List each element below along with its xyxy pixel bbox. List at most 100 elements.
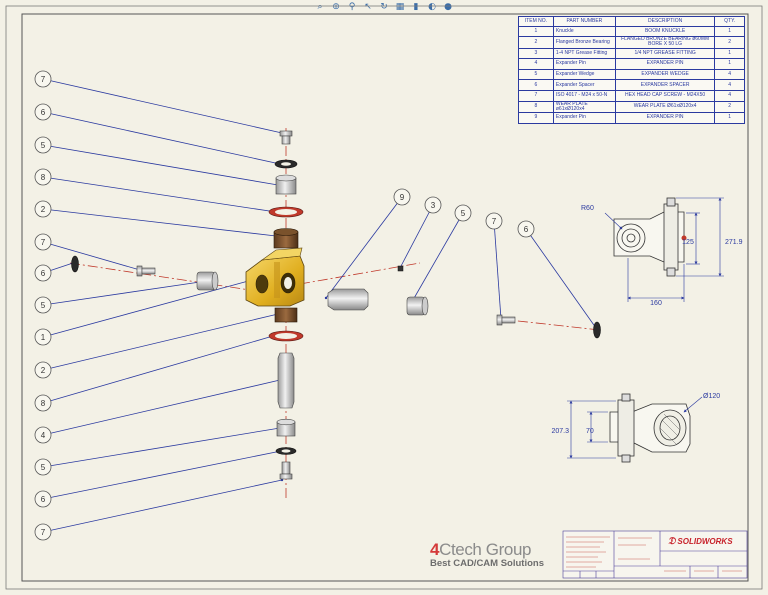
balloon-circle-left-12: [34, 458, 52, 476]
bom-cell-item: 4: [518, 58, 554, 70]
dim-bottom-outer: 207.3: [551, 428, 569, 435]
appearance-icon[interactable]: ●: [444, 1, 452, 12]
bom-cell-item: 7: [518, 89, 554, 102]
dim-height-outer: 271.9: [725, 239, 743, 246]
company-logo-tagline: Best CAD/CAM Solutions: [430, 558, 544, 569]
bottom-spacer-washer: [275, 447, 297, 455]
bom-cell-item: 8: [518, 100, 554, 114]
left-cap-screw: [136, 265, 156, 277]
bom-cell-item: 3: [518, 47, 554, 60]
select-icon[interactable]: ↖: [364, 1, 372, 12]
bom-cell-description: 1/4 NPT GREASE FITTING: [614, 47, 716, 60]
balloon-label-right-2: 5: [461, 209, 466, 218]
bottom-cap-screw: [279, 461, 293, 480]
horizontal-centerline-left: [69, 262, 251, 291]
leader-line-left-5: [42, 241, 141, 271]
bom-cell-part-number: 1-4 NPT Grease Fitting: [552, 47, 616, 60]
bom-cell-item: 1: [518, 25, 554, 38]
balloon-circle-left-3: [34, 168, 52, 186]
balloon-label-left-12: 5: [41, 463, 46, 472]
bom-cell-description: HEX HEAD CAP SCREW - M24X50: [614, 89, 716, 102]
balloon-label-left-9: 2: [41, 366, 46, 375]
sheet-border-outer: [5, 5, 763, 590]
company-logo: 4Ctech Group Best CAD/CAM Solutions: [430, 540, 560, 572]
balloon-label-left-14: 7: [41, 528, 46, 537]
zoom-icon[interactable]: ⚲: [348, 1, 356, 12]
bom-cell-item: 2: [518, 36, 554, 49]
balloon-circle-left-8: [34, 328, 52, 346]
balloon-circle-left-10: [34, 394, 52, 412]
balloon-label-left-3: 8: [41, 173, 46, 182]
balloon-label-right-4: 6: [524, 225, 529, 234]
balloon-circle-left-5: [34, 233, 52, 251]
solidworks-wordmark: SOLIDWORKS: [677, 537, 733, 546]
zoom-area-icon[interactable]: ⊕: [332, 1, 340, 12]
bom-cell-item: 6: [518, 79, 554, 91]
bom-cell-item: 5: [518, 68, 554, 81]
bom-header-qty: QTY.: [714, 16, 745, 27]
bom-cell-qty: 1: [714, 112, 745, 124]
balloon-circle-left-14: [34, 523, 52, 541]
balloon-label-left-2: 5: [41, 141, 46, 150]
rotate-icon[interactable]: ↻: [380, 1, 388, 12]
sheet-border-inner: [21, 13, 749, 582]
dim-radius: R60: [581, 205, 594, 212]
balloon-circle-right-2: [454, 204, 472, 222]
bom-cell-description: EXPANDER PIN: [614, 58, 716, 70]
company-logo-wordmark: 4Ctech Group: [430, 540, 560, 560]
leader-line-left-10: [42, 335, 274, 404]
logo-mid: Ctech: [439, 540, 482, 559]
leader-line-left-1: [42, 111, 281, 165]
balloon-label-left-7: 5: [41, 301, 46, 310]
balloon-circle-left-9: [34, 361, 52, 379]
bom-cell-description: EXPANDER PIN: [614, 112, 716, 124]
section-view-icon[interactable]: ▦: [395, 1, 405, 12]
bom-header-description: DESCRIPTION: [614, 16, 716, 27]
leader-line-left-8: [42, 279, 253, 338]
leader-line-left-12: [42, 427, 281, 468]
balloon-label-left-11: 4: [41, 431, 46, 440]
bom-cell-item: 9: [518, 112, 554, 124]
leader-line-left-13: [42, 450, 282, 500]
bom-cell-description: EXPANDER WEDGE: [614, 68, 716, 81]
leader-line-left-4: [42, 208, 277, 237]
bom-cell-description: FLANGED BRONZE BEARING ø60MM BORE X 50 L…: [614, 36, 716, 49]
zoom-fit-icon[interactable]: ⌕: [317, 1, 323, 12]
leader-line-left-11: [42, 379, 281, 436]
leader-line-left-9: [42, 313, 279, 371]
bottom-wear-plate: [268, 330, 304, 342]
side-view: [609, 393, 691, 463]
bom-cell-part-number: Expander Wedge: [552, 68, 616, 81]
display-style-icon[interactable]: ▮: [413, 1, 419, 12]
balloon-label-right-1: 3: [431, 201, 436, 210]
leader-line-left-7: [42, 281, 201, 306]
solidworks-ds-icon: 𝔇: [668, 536, 676, 547]
grease-fitting: [397, 265, 404, 272]
balloon-circle-left-13: [34, 490, 52, 508]
top-spacer-washer: [274, 159, 298, 169]
leader-dot-right-0: [324, 296, 328, 300]
leader-line-left-14: [42, 479, 283, 533]
leader-line-right-0: [325, 196, 403, 299]
balloon-circle-left-1: [34, 103, 52, 121]
balloon-label-left-1: 6: [41, 108, 46, 117]
leader-line-left-3: [42, 176, 277, 213]
bom-cell-part-number: ISO 4017 - M24 x 50-N: [552, 89, 616, 102]
balloon-circle-left-0: [34, 70, 52, 88]
bom-cell-description: WEAR PLATE Ø61xØ120x4: [614, 100, 716, 114]
balloon-circle-left-6: [34, 264, 52, 282]
solidworks-logo: 𝔇 SOLIDWORKS: [668, 536, 733, 547]
hide-show-icon[interactable]: ◐: [428, 1, 436, 12]
top-bronze-bearing: [273, 228, 299, 249]
dim-width: 160: [650, 300, 662, 307]
balloon-circle-right-1: [424, 196, 442, 214]
bom-cell-qty: 1: [714, 25, 745, 38]
bottom-bronze-bearing: [274, 307, 298, 323]
balloon-circle-right-4: [517, 220, 535, 238]
